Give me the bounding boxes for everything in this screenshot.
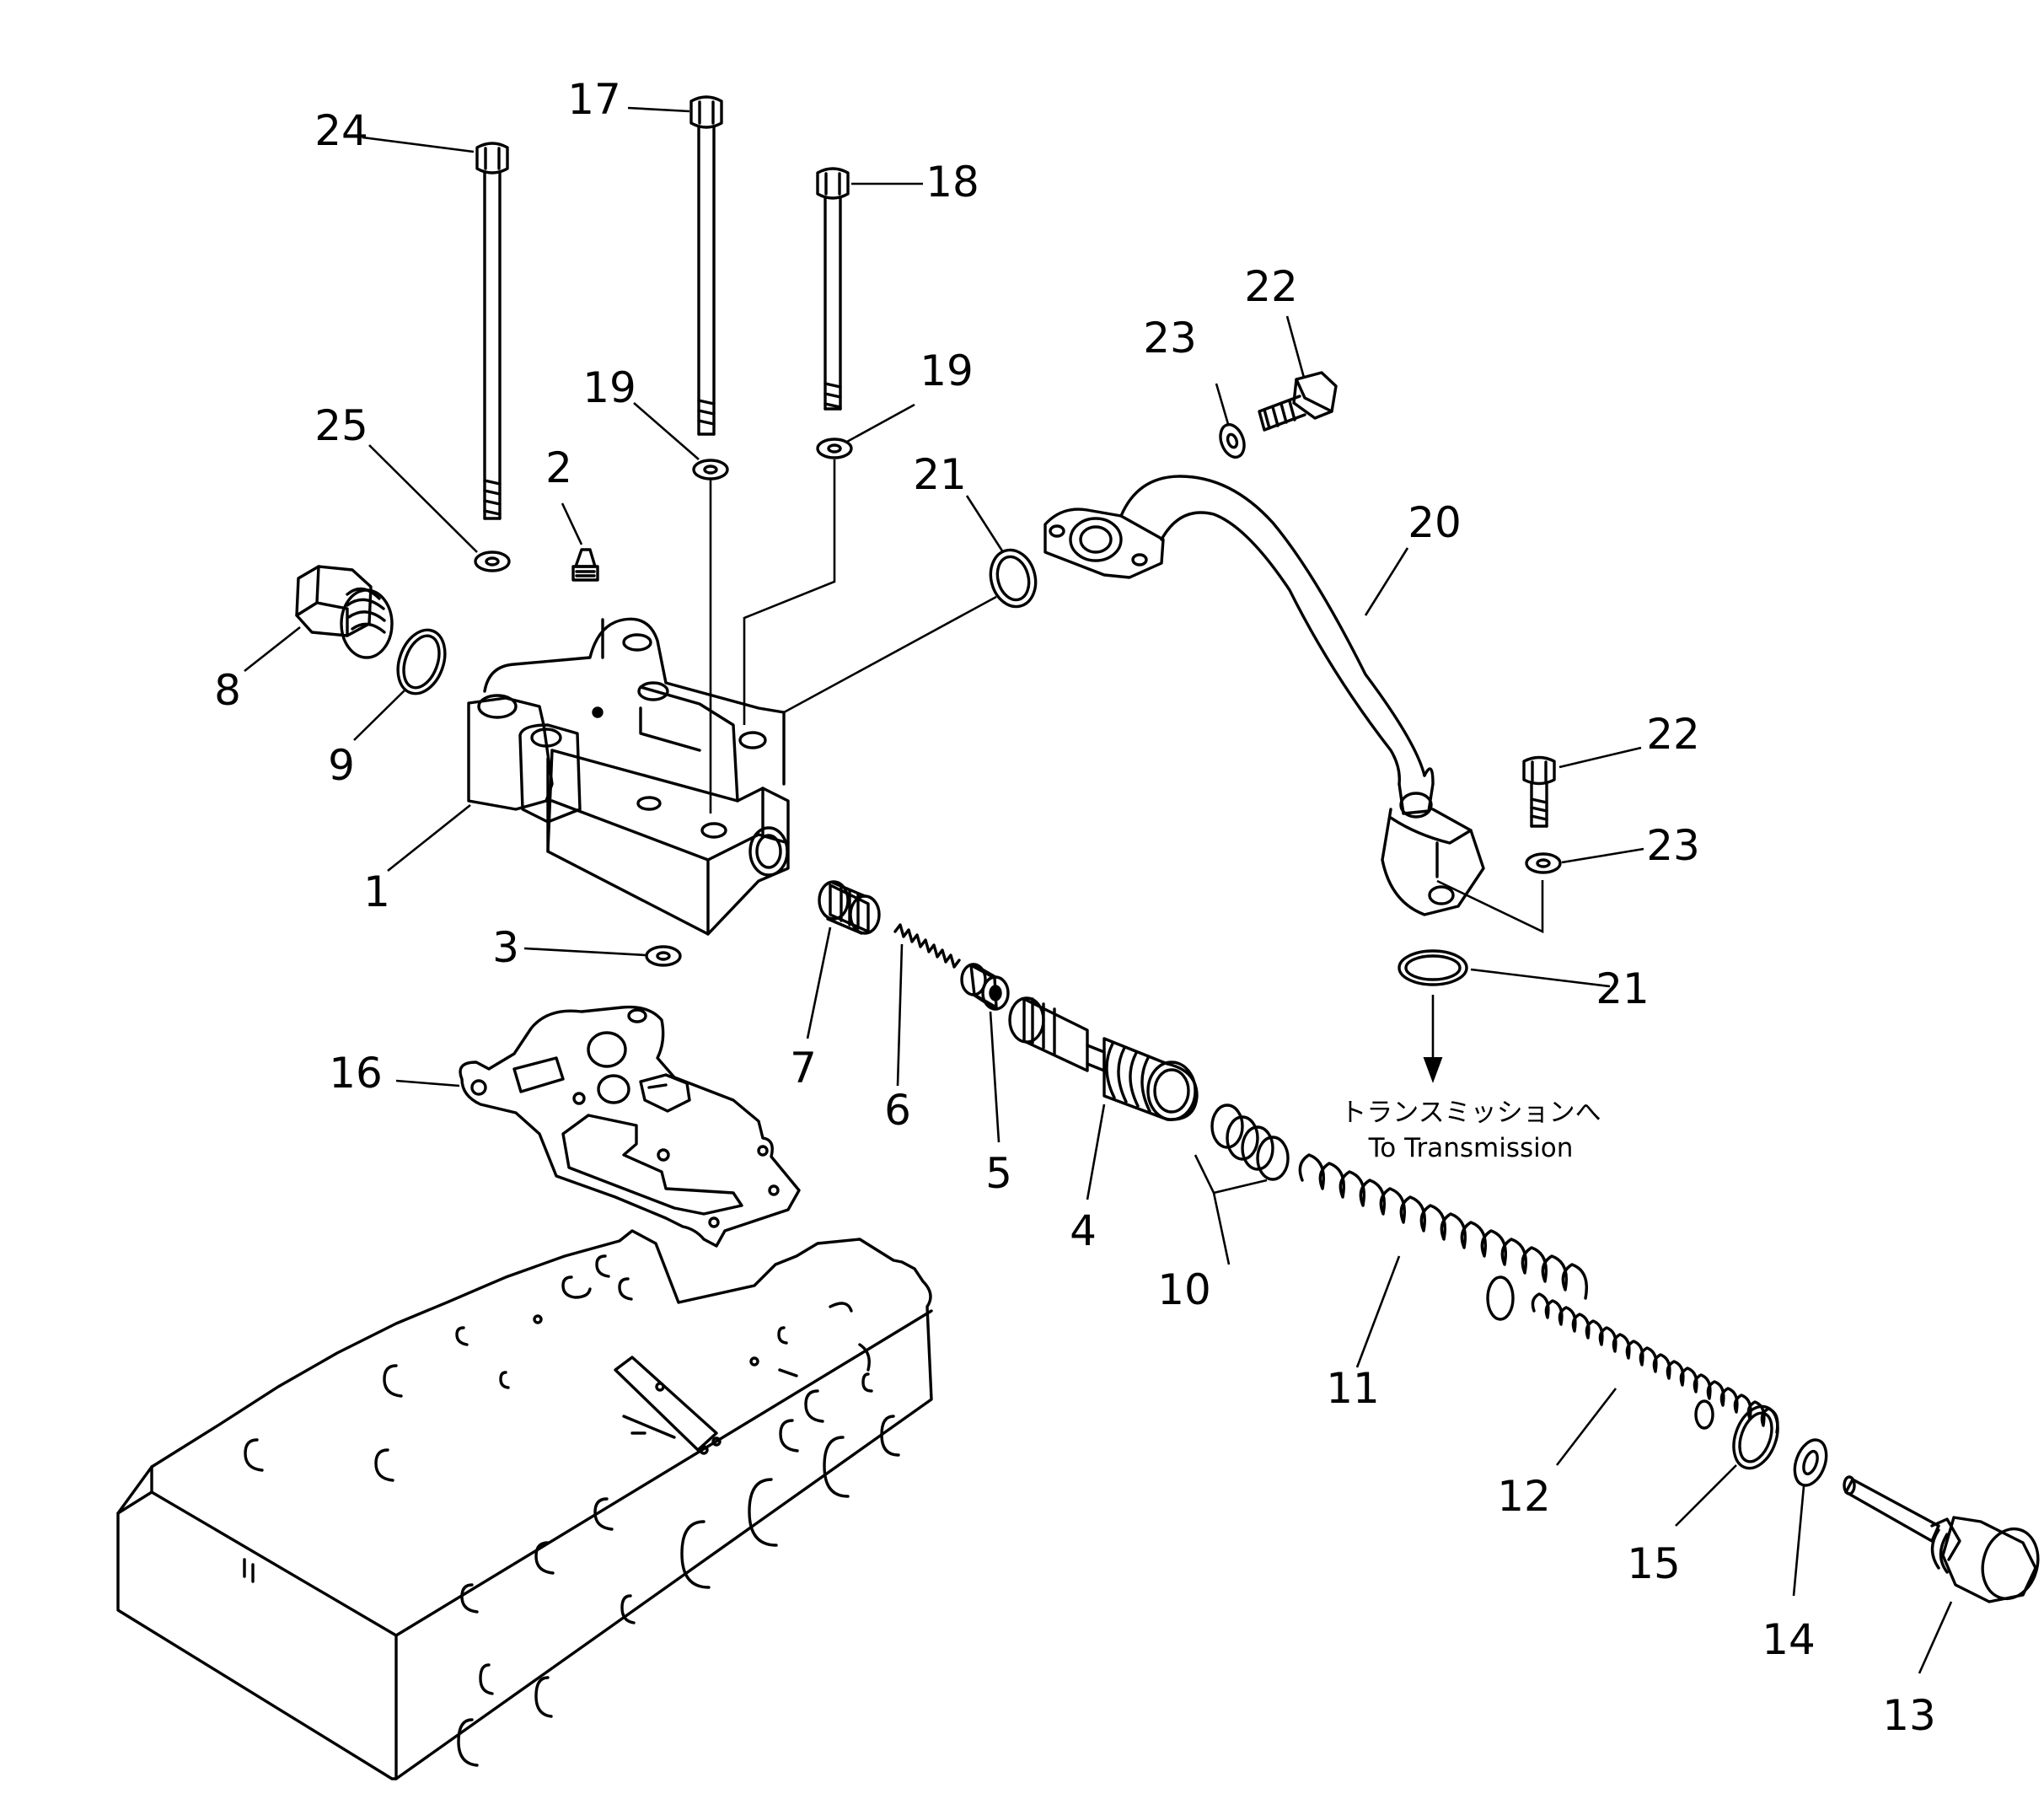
callout-5: 5 bbox=[985, 1149, 1012, 1198]
piston-5 bbox=[960, 963, 1010, 1011]
callout-24: 24 bbox=[314, 106, 368, 155]
callout-2: 2 bbox=[545, 443, 572, 492]
bolt-17 bbox=[689, 95, 723, 436]
callout-13: 13 bbox=[1882, 1691, 1936, 1740]
oring-21-lower bbox=[1398, 949, 1468, 986]
callout-19a: 19 bbox=[582, 363, 636, 412]
spring-11 bbox=[1298, 1153, 1588, 1321]
bolt-22-lower bbox=[1522, 755, 1556, 828]
callout-7: 7 bbox=[790, 1044, 817, 1093]
bolt-18 bbox=[816, 167, 850, 411]
washer-23-upper bbox=[1219, 422, 1246, 459]
washer-19-right bbox=[816, 438, 853, 459]
oring-9 bbox=[396, 628, 447, 695]
transmission-case bbox=[116, 1229, 933, 1780]
note-japanese: トランスミッションへ bbox=[1340, 1098, 1601, 1128]
washer-14 bbox=[1793, 1438, 1828, 1487]
note-english: To Transmission bbox=[1368, 1133, 1574, 1163]
spring-12 bbox=[1531, 1292, 1779, 1434]
callout-18: 18 bbox=[925, 158, 979, 207]
washer-3 bbox=[645, 945, 682, 967]
washer-19-left bbox=[692, 459, 729, 481]
valve-body-1 bbox=[467, 617, 790, 936]
oring-21-upper bbox=[989, 548, 1038, 609]
sleeve-7 bbox=[818, 880, 881, 935]
callout-9: 9 bbox=[328, 741, 355, 790]
washer-25 bbox=[474, 550, 511, 572]
callout-10: 10 bbox=[1157, 1265, 1211, 1314]
callout-6: 6 bbox=[884, 1086, 911, 1135]
callout-19b: 19 bbox=[920, 346, 974, 395]
bolt-22-upper bbox=[1258, 371, 1338, 432]
callout-17: 17 bbox=[567, 75, 621, 124]
callout-12: 12 bbox=[1497, 1472, 1551, 1521]
callout-21a: 21 bbox=[913, 450, 967, 499]
callout-8: 8 bbox=[214, 666, 241, 715]
callout-22b: 22 bbox=[1646, 710, 1700, 759]
callout-23a: 23 bbox=[1143, 314, 1197, 362]
bolt-24 bbox=[475, 142, 509, 520]
callout-21b: 21 bbox=[1596, 964, 1650, 1013]
callout-14: 14 bbox=[1762, 1615, 1816, 1664]
callout-22a: 22 bbox=[1244, 262, 1298, 311]
callout-20: 20 bbox=[1408, 498, 1462, 547]
spool-4 bbox=[1008, 996, 1199, 1121]
callout-23b: 23 bbox=[1646, 821, 1700, 870]
nipple-2 bbox=[571, 548, 599, 582]
tube-20 bbox=[1043, 475, 1485, 916]
to-transmission-note: トランスミッションへ To Transmission bbox=[1340, 1098, 1601, 1163]
oring-15 bbox=[1732, 1404, 1779, 1470]
washer-23-lower bbox=[1525, 852, 1562, 874]
spring-6 bbox=[893, 923, 961, 969]
callout-4: 4 bbox=[1070, 1206, 1097, 1255]
callout-25: 25 bbox=[314, 401, 368, 450]
leader-lines bbox=[244, 106, 1953, 1674]
gasket-16 bbox=[459, 1005, 801, 1248]
plug-8 bbox=[295, 565, 394, 659]
callout-11: 11 bbox=[1326, 1364, 1380, 1413]
shims-10 bbox=[1210, 1103, 1290, 1181]
callout-labels: 1 2 3 4 5 6 7 8 9 10 11 12 13 14 15 16 1… bbox=[214, 75, 1936, 1740]
callout-15: 15 bbox=[1627, 1539, 1681, 1588]
plug-13 bbox=[1843, 1475, 2040, 1603]
callout-3: 3 bbox=[492, 923, 519, 972]
callout-16: 16 bbox=[329, 1049, 383, 1098]
callout-1: 1 bbox=[363, 867, 390, 916]
